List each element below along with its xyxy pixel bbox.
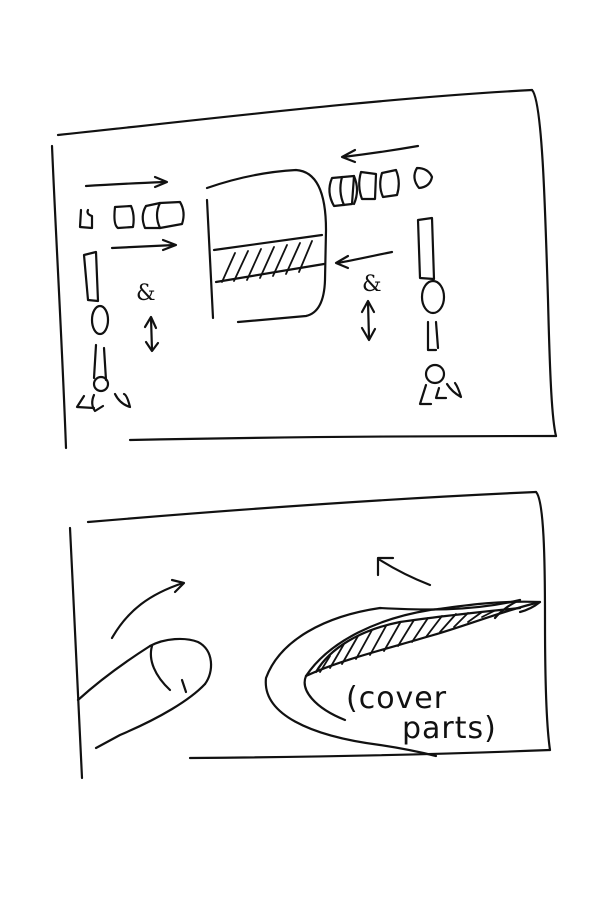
hatched-band bbox=[221, 240, 313, 283]
cover-parts-label-line1: (cover bbox=[346, 681, 447, 716]
cover-parts-label-line2: parts) bbox=[402, 711, 497, 746]
arrow-right-icon bbox=[84, 175, 169, 189]
connector-symbol-right: & bbox=[362, 272, 382, 297]
panel-2-frame-bottom bbox=[188, 748, 552, 760]
panel-1-frame-right bbox=[530, 88, 558, 438]
panel-1-frame-bottom bbox=[128, 434, 558, 442]
hatched-lens bbox=[319, 610, 495, 673]
panel-1-frame-top bbox=[56, 88, 534, 137]
left-parts-row bbox=[78, 200, 185, 230]
panel-2-frame-right bbox=[534, 490, 552, 752]
vertical-double-arrow-icon bbox=[360, 299, 377, 342]
left-robot-icon bbox=[75, 250, 132, 413]
right-robot-icon bbox=[416, 216, 463, 406]
arrow-left-icon bbox=[340, 144, 420, 164]
curved-arrow-icon bbox=[110, 578, 186, 640]
panel-2-frame-left bbox=[68, 526, 84, 780]
arrow-left-icon bbox=[334, 250, 394, 270]
right-parts-row bbox=[328, 166, 434, 208]
panel-1-frame-left bbox=[50, 144, 68, 450]
finger-tool bbox=[76, 637, 213, 750]
vertical-double-arrow-icon bbox=[143, 315, 160, 353]
central-machine bbox=[205, 168, 328, 324]
cover-part bbox=[264, 598, 542, 758]
panel-2-frame-top bbox=[86, 490, 538, 524]
connector-symbol-left: & bbox=[136, 281, 156, 306]
arrow-right-icon bbox=[110, 238, 178, 252]
panel-2: (cover parts) bbox=[68, 490, 552, 780]
arrow-up-left-icon bbox=[376, 556, 432, 587]
panel-1: & bbox=[50, 88, 558, 450]
